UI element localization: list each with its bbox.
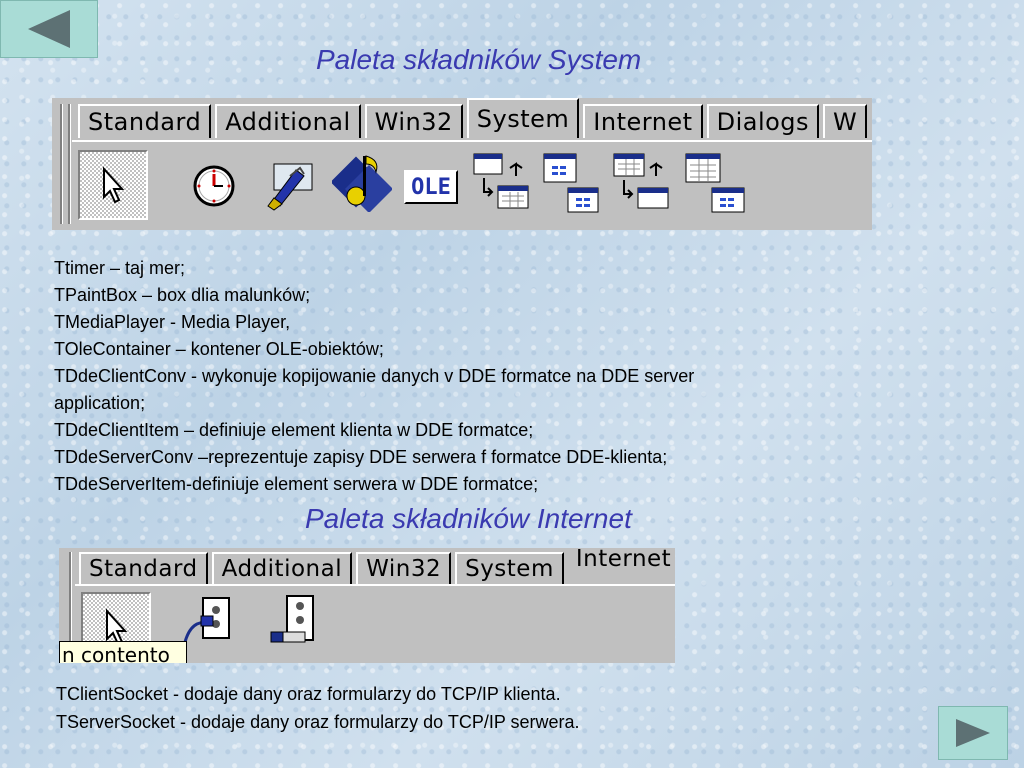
tab-more[interactable]: W (823, 104, 868, 138)
desc-ddeclientconv-cont: application; (54, 393, 146, 413)
next-slide-button[interactable] (938, 706, 1008, 760)
palette-grip (69, 552, 72, 658)
pointer-tool-button[interactable] (78, 150, 148, 220)
previous-slide-button[interactable] (0, 0, 98, 58)
heading-internet-palette: Paleta składników Internet (305, 503, 632, 534)
desc-clientsocket: TClientSocket - dodaje dany oraz formula… (56, 684, 561, 704)
tab-internet[interactable]: Internet (567, 548, 675, 574)
system-components-panel: OLE (72, 140, 872, 230)
dde-server-item-icon[interactable] (684, 152, 750, 218)
paintbox-icon[interactable] (260, 156, 316, 212)
system-palette-tabs: Standard Additional Win32 System Interne… (78, 98, 871, 138)
palette-grip (68, 104, 71, 224)
ole-label: OLE (411, 174, 451, 200)
internet-palette: Standard Additional Win32 System Interne… (59, 548, 675, 663)
tab-win32[interactable]: Win32 (356, 552, 452, 584)
mediaplayer-icon[interactable] (332, 150, 392, 212)
tab-dialogs[interactable]: Dialogs (706, 104, 820, 138)
system-palette: Standard Additional Win32 System Interne… (52, 98, 872, 230)
dde-client-conv-icon[interactable] (472, 152, 536, 218)
desc-paintbox: TPaintBox – box dlia malunków; (54, 285, 311, 305)
tab-win32[interactable]: Win32 (364, 104, 463, 138)
desc-ddeclientitem: TDdeClientItem – definiuje element klien… (54, 420, 534, 440)
system-descriptions: Ttimer – taj mer; TPaintBox – box dlia m… (54, 255, 694, 498)
desc-olecontainer: TOleContainer – kontener OLE-obiektów; (54, 339, 384, 359)
tab-system[interactable]: System (455, 552, 564, 584)
desc-ddeclientconv: TDdeClientConv - wykonuje kopijowanie da… (54, 366, 695, 386)
triangle-right-icon (956, 719, 990, 747)
timer-icon[interactable] (190, 162, 238, 208)
tooltip: n contento (59, 641, 187, 663)
tab-standard[interactable]: Standard (79, 552, 208, 584)
server-socket-icon[interactable] (259, 594, 319, 650)
client-socket-icon[interactable] (179, 596, 239, 646)
internet-descriptions: TClientSocket - dodaje dany oraz formula… (56, 680, 580, 736)
palette-grip (60, 104, 63, 224)
desc-mediaplayer: TMediaPlayer - Media Player, (54, 312, 291, 332)
tab-internet[interactable]: Internet (583, 104, 703, 138)
desc-serversocket: TServerSocket - dodaje dany oraz formula… (56, 712, 580, 732)
tab-additional[interactable]: Additional (215, 104, 361, 138)
desc-timer: Ttimer – taj mer; (54, 258, 186, 278)
heading-system-palette: Paleta składników System (316, 44, 642, 75)
tab-standard[interactable]: Standard (78, 104, 212, 138)
desc-ddeserveritem: TDdeServerItem-definiuje element serwera… (54, 474, 539, 494)
ole-container-icon[interactable]: OLE (404, 170, 458, 204)
tab-system[interactable]: System (466, 98, 580, 138)
desc-ddeserverconv: TDdeServerConv –reprezentuje zapisy DDE … (54, 447, 668, 467)
dde-client-item-icon[interactable] (542, 152, 604, 218)
internet-palette-tabs: Standard Additional Win32 System Interne… (79, 548, 675, 584)
tab-additional[interactable]: Additional (211, 552, 353, 584)
triangle-left-icon (28, 10, 70, 48)
dde-server-conv-icon[interactable] (612, 152, 676, 218)
pointer-icon (103, 166, 125, 204)
